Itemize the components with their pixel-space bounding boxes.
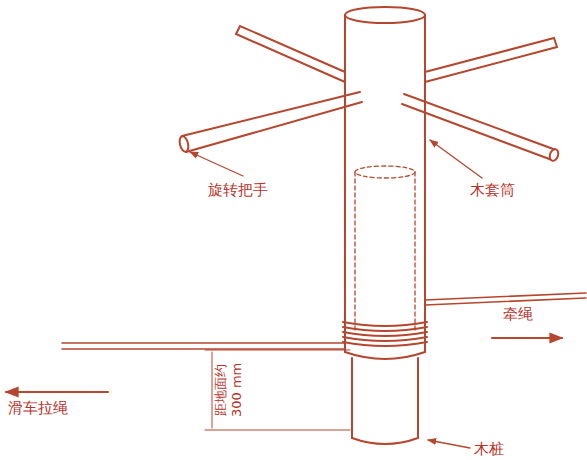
extension-line: [205, 350, 350, 430]
rope-name: 牵绳: [503, 306, 533, 323]
rope-turn: [343, 332, 427, 336]
post-bottom: [352, 438, 418, 444]
wood-sleeve: [345, 15, 425, 352]
rope-turn: [343, 337, 427, 341]
direction-arrow: [6, 391, 108, 393]
handle: [182, 92, 362, 152]
rope-coil: [343, 322, 427, 346]
sleeve-bottom: [345, 352, 425, 359]
leader-line: [428, 440, 470, 448]
handle-end: [548, 148, 560, 162]
rope-name: 滑车拉绳: [8, 400, 68, 417]
rope-turn: [343, 342, 427, 346]
part-name: 旋转把手: [208, 182, 268, 199]
dimension-text: 距地面约: [214, 364, 228, 416]
part-name: 木套筒: [470, 182, 515, 199]
pull-rope: [425, 293, 586, 305]
leader-line: [430, 140, 482, 178]
hidden-post: [355, 172, 415, 330]
rope-turn: [343, 322, 427, 326]
pulley-rope: [62, 343, 345, 349]
hidden-post-top: [355, 166, 415, 178]
part-name: 木桩: [474, 441, 504, 458]
rope-turn: [343, 327, 427, 331]
handle-end: [178, 135, 190, 152]
dimension-text: 300 mm: [230, 363, 244, 417]
handle: [402, 94, 556, 160]
handle: [236, 26, 345, 82]
handle: [425, 38, 557, 82]
leader-line: [190, 152, 243, 176]
post: [352, 358, 418, 438]
sleeve-top: [345, 7, 425, 23]
dimension-line: [212, 352, 213, 428]
direction-arrow: [492, 337, 562, 339]
